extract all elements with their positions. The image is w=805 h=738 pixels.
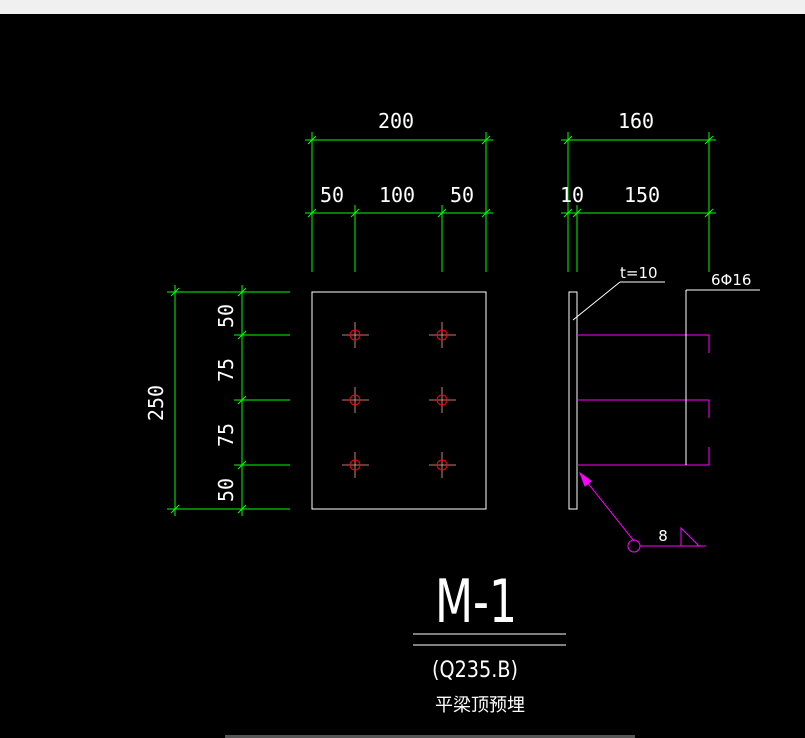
front-top-dimensions	[305, 132, 493, 272]
front-seg1-label: 50	[320, 183, 344, 207]
note-label: 平梁顶预埋	[435, 695, 525, 716]
bolt-holes	[342, 322, 456, 478]
thickness-leader	[572, 281, 665, 321]
bolt-hole	[429, 387, 456, 413]
front-left-dimensions	[167, 285, 290, 516]
anchor-leader	[685, 289, 760, 465]
side-width-label: 160	[618, 109, 654, 133]
anchor-label: 6Φ16	[711, 271, 751, 289]
front-seg2-label: 100	[379, 183, 415, 207]
material-label: (Q235.B)	[432, 658, 518, 683]
front-vseg2-label: 75	[214, 358, 238, 382]
side-seg1-label: 10	[560, 183, 584, 207]
front-height-label: 250	[144, 385, 168, 421]
front-vseg4-label: 50	[214, 478, 238, 502]
side-seg2-label: 150	[624, 183, 660, 207]
bolt-hole	[342, 387, 369, 413]
side-top-dimensions	[561, 132, 716, 272]
embed-plate-side	[568, 291, 578, 510]
front-width-label: 200	[378, 109, 414, 133]
bolt-hole	[429, 452, 456, 478]
bolt-hole	[342, 452, 369, 478]
weld-symbol	[578, 471, 706, 553]
thickness-label: t=10	[620, 264, 658, 282]
horizontal-scrollbar[interactable]	[225, 735, 635, 738]
bolt-hole	[342, 322, 369, 348]
embed-plate-front	[311, 291, 487, 510]
window-top-bar	[0, 0, 805, 14]
part-mark: M-1	[435, 567, 517, 637]
title-underline	[413, 633, 566, 646]
front-vseg3-label: 75	[214, 423, 238, 447]
weld-size-label: 8	[658, 527, 668, 545]
anchor-bars	[577, 334, 710, 466]
bolt-hole	[429, 322, 456, 348]
front-seg3-label: 50	[450, 183, 474, 207]
front-vseg1-label: 50	[214, 304, 238, 328]
